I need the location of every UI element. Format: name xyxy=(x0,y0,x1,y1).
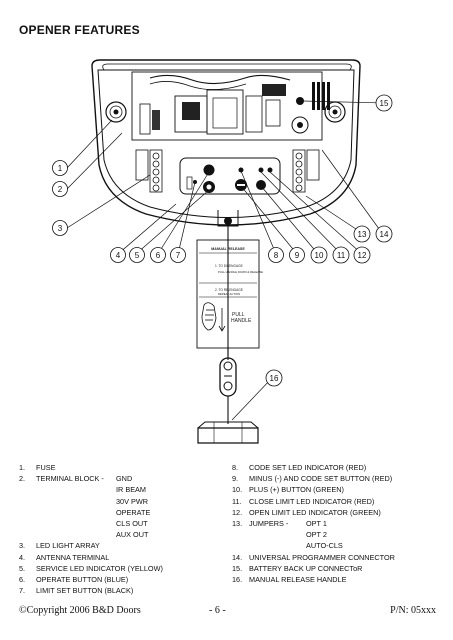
callout-2: 2 xyxy=(52,181,68,197)
plus-button-icon xyxy=(256,180,266,190)
callout-8: 8 xyxy=(268,247,284,263)
opener-housing xyxy=(91,59,361,226)
legend-item-programmer-connector: 14.UNIVERSAL PROGRAMMER CONNECTOR xyxy=(232,552,395,562)
svg-text:8: 8 xyxy=(274,251,279,260)
svg-text:11: 11 xyxy=(337,251,346,260)
legend-item-service-led: 5.SERVICE LED INDICATOR (YELLOW) xyxy=(19,563,163,573)
tag-line2: 2. TO RE-ENGAGE xyxy=(215,288,243,292)
legend-right: 8.CODE SET LED INDICATOR (RED) 9.MINUS (… xyxy=(232,462,447,585)
callout-6: 6 xyxy=(150,247,166,263)
close-limit-led-icon xyxy=(258,167,264,173)
tag-pull: PULL xyxy=(232,312,245,318)
page-title: OPENER FEATURES xyxy=(19,23,140,37)
legend-item-led-array: 3.LED LIGHT ARRAY xyxy=(19,541,100,551)
release-weight-icon xyxy=(197,427,259,444)
legend-sub-auto-cls: AUTO-CLS xyxy=(306,541,343,551)
opener-diagram: MANUAL RELEASE 1. TO DISENGAGE PULL HAND… xyxy=(52,59,393,444)
svg-text:3: 3 xyxy=(58,224,63,233)
callout-1: 1 xyxy=(52,160,68,176)
svg-text:4: 4 xyxy=(116,251,121,260)
open-limit-led-icon xyxy=(267,167,273,173)
right-led-array xyxy=(292,149,320,193)
left-led-array xyxy=(135,149,163,193)
legend-sub-30v-pwr: 30V PWR xyxy=(116,496,149,506)
legend-sub-operate: OPERATE xyxy=(116,507,151,517)
svg-text:2: 2 xyxy=(58,185,63,194)
legend-item-fuse: 1.FUSE xyxy=(19,463,56,472)
callout-16: 16 xyxy=(265,369,283,387)
legend-item-minus-button: 9.MINUS (-) AND CODE SET BUTTON (RED) xyxy=(232,474,393,484)
callout-13: 13 xyxy=(353,225,371,243)
code-set-led-icon xyxy=(238,167,244,173)
callout-15: 15 xyxy=(375,94,393,112)
legend-item-terminal-block: 2.TERMINAL BLOCK -GND xyxy=(19,474,133,484)
legend-item-jumpers: 13.JUMPERS -OPT 1 xyxy=(232,518,327,528)
callout-14: 14 xyxy=(375,225,393,243)
footer-part-number: P/N: 05xxx xyxy=(390,605,436,616)
svg-text:10: 10 xyxy=(315,251,324,260)
svg-text:5: 5 xyxy=(135,251,140,260)
callout-5: 5 xyxy=(129,247,145,263)
footer-copyright: ©Copyright 2006 B&D Doors xyxy=(19,605,141,616)
legend-item-release-handle: 16.MANUAL RELEASE HANDLE xyxy=(232,574,347,584)
tag-line1: 1. TO DISENGAGE xyxy=(215,264,243,268)
callout-11: 11 xyxy=(332,246,350,264)
svg-text:13: 13 xyxy=(358,230,367,239)
svg-text:12: 12 xyxy=(358,251,367,260)
release-handle-icon xyxy=(219,357,237,424)
hand-icon xyxy=(201,302,226,332)
legend-item-limit-set-button: 7.LIMIT SET BUTTON (BLACK) xyxy=(19,586,134,596)
footer-page-number: - 6 - xyxy=(209,605,226,616)
svg-text:14: 14 xyxy=(380,230,389,239)
service-led-icon xyxy=(203,164,215,176)
svg-text:7: 7 xyxy=(176,251,181,260)
callout-12: 12 xyxy=(353,246,371,264)
legend-sub-ir-beam: IR BEAM xyxy=(116,485,147,495)
svg-text:16: 16 xyxy=(270,374,279,383)
control-panel xyxy=(179,157,281,195)
svg-text:9: 9 xyxy=(295,251,300,260)
tag-line2-sub: REPEAT ACTION xyxy=(218,292,240,296)
legend-item-operate-button: 6.OPERATE BUTTON (BLUE) xyxy=(19,574,129,584)
legend-item-code-set-led: 8.CODE SET LED INDICATOR (RED) xyxy=(232,463,367,472)
tag-handle: HANDLE xyxy=(231,318,252,324)
callout-4: 4 xyxy=(110,247,126,263)
legend-item-antenna: 4.ANTENNA TERMINAL xyxy=(19,552,110,562)
callout-7: 7 xyxy=(170,247,186,263)
callout-3: 3 xyxy=(52,220,68,236)
legend-item-open-limit-led: 12.OPEN LIMIT LED INDICATOR (GREEN) xyxy=(232,507,381,517)
legend-sub-cls-out: CLS OUT xyxy=(116,518,148,528)
svg-text:6: 6 xyxy=(156,251,161,260)
legend-left: 1.FUSE 2.TERMINAL BLOCK -GND IR BEAM 30V… xyxy=(19,462,219,596)
callout-9: 9 xyxy=(289,247,305,263)
legend-item-battery-connector: 15.BATTERY BACK UP CONNECToR xyxy=(232,563,363,573)
left-grille-icon xyxy=(105,101,127,123)
callout-10: 10 xyxy=(310,246,328,264)
svg-text:15: 15 xyxy=(380,99,389,108)
release-pivot-icon xyxy=(224,217,232,225)
legend-item-close-limit-led: 11.CLOSE LIMIT LED INDICATOR (RED) xyxy=(232,496,375,506)
legend-sub-opt-2: OPT 2 xyxy=(306,530,327,540)
legend-sub-aux-out: AUX OUT xyxy=(116,530,149,540)
legend-item-plus-button: 10.PLUS (+) BUTTON (GREEN) xyxy=(232,485,344,495)
tag-line1-sub: PULL HANDLE DOWN & RELEASE xyxy=(218,270,263,274)
svg-text:1: 1 xyxy=(58,164,63,173)
